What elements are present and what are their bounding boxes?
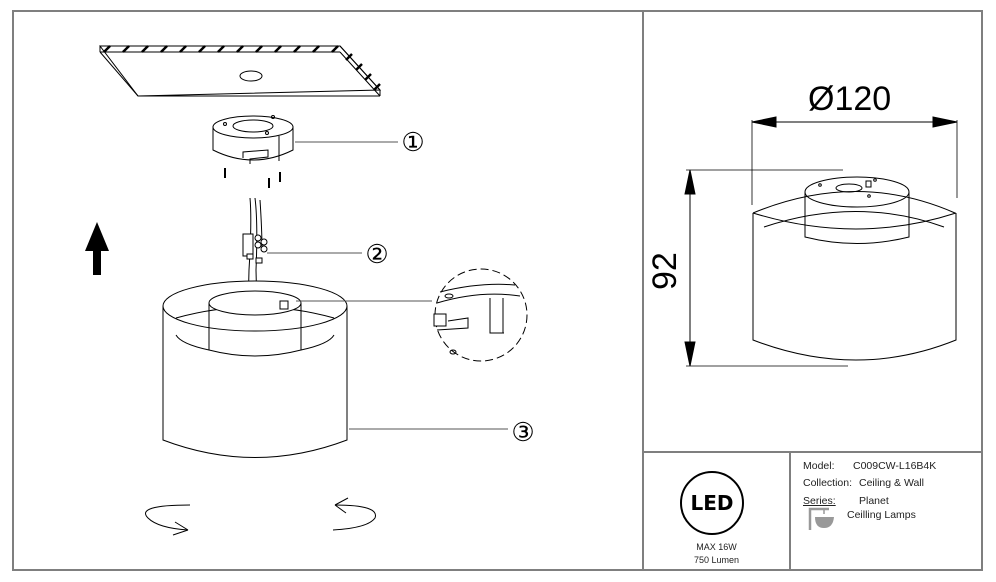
mounting-bracket (212, 115, 294, 164)
height-dimension: 92 (646, 252, 684, 290)
dimension-drawing (684, 116, 958, 367)
drawing-frame (12, 10, 983, 571)
rotate-counterclockwise-arrow (332, 497, 376, 531)
screws (224, 168, 281, 188)
led-max-power: MAX 16W (696, 542, 737, 552)
series-label: Series: (803, 495, 836, 507)
wires-and-terminal-block (242, 197, 268, 311)
led-spec-block: LED MAX 16W 750 Lumen (644, 453, 789, 571)
led-lumen: 750 Lumen (693, 555, 740, 565)
led-logo: LED (680, 471, 744, 535)
ceiling-lamp-icon (808, 507, 834, 530)
led-logo-text: LED (690, 491, 734, 515)
diameter-dimension: Ø120 (808, 80, 892, 118)
detail-magnifier (433, 268, 528, 362)
callout-1: ① (401, 128, 425, 158)
info-divider-vertical (789, 451, 791, 571)
collection-label: Collection: (803, 477, 853, 489)
callout-3: ③ (511, 418, 535, 448)
category-label: Ceilling Lamps (847, 509, 916, 521)
rotate-clockwise-arrow (145, 504, 191, 536)
panel-divider-horizontal (642, 451, 983, 453)
lamp-body (162, 280, 348, 458)
callout-2: ② (365, 240, 389, 270)
collection-value: Ceiling & Wall (859, 477, 924, 489)
panel-divider-vertical (642, 10, 644, 571)
up-arrow-icon (85, 222, 109, 275)
ceiling-plate (98, 45, 382, 97)
model-label: Model: (803, 460, 835, 472)
model-value: C009CW-L16B4K (853, 460, 937, 472)
series-value: Planet (859, 495, 889, 507)
